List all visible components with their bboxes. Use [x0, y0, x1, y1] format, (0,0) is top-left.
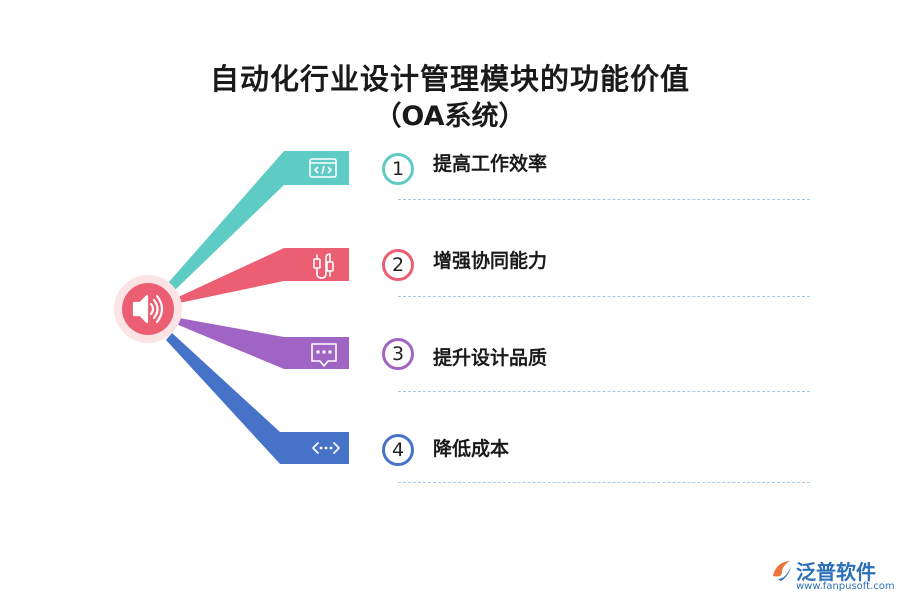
item-number-3: 3 [382, 338, 414, 370]
divider-4 [398, 482, 810, 483]
item-number-1: 1 [382, 153, 414, 185]
diagram-title: 自动化行业设计管理模块的功能价值 [209, 62, 690, 96]
wedge-4 [166, 333, 349, 464]
wedge-2 [176, 248, 349, 303]
item-label-4: 降低成本 [433, 438, 510, 460]
chat-bubble-icon [311, 343, 337, 367]
diagram-subtitle: （OA系统） [374, 101, 526, 132]
wedge-3 [176, 318, 349, 369]
speaker-icon [132, 294, 164, 324]
arrows-dots-icon [312, 442, 340, 454]
item-number-2: 2 [382, 249, 414, 281]
item-label-2: 增强协同能力 [433, 250, 548, 272]
divider-3 [398, 391, 810, 392]
usb-cable-icon [313, 253, 334, 279]
item-number-4: 4 [382, 434, 414, 466]
fanpu-logo-icon [773, 561, 791, 581]
logo-url: www.fanpusoft.com [796, 581, 895, 592]
logo-name: 泛普软件 [796, 560, 876, 584]
divider-2 [398, 296, 810, 297]
divider-1 [398, 199, 810, 200]
brand-logo: 泛普软件 www.fanpusoft.com [770, 556, 895, 596]
item-label-3: 提升设计品质 [433, 347, 548, 369]
item-label-1: 提高工作效率 [433, 153, 548, 175]
code-window-icon [309, 158, 337, 178]
wedge-1 [168, 151, 284, 290]
